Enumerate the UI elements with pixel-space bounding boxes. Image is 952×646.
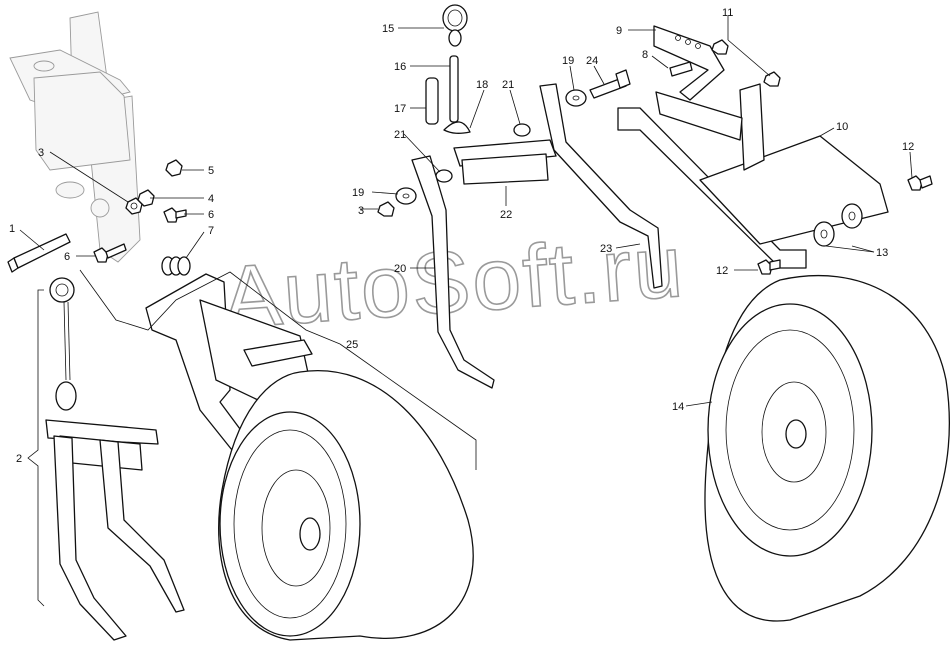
callout-22: 22 bbox=[500, 209, 512, 221]
callout-10: 10 bbox=[836, 121, 848, 133]
clip-part-18 bbox=[443, 121, 471, 134]
tine-assembly-part-2 bbox=[45, 277, 185, 641]
frame-part-10 bbox=[617, 83, 889, 269]
tine-part-20 bbox=[411, 155, 495, 389]
nut-part-3-center bbox=[377, 201, 395, 217]
callout-16: 16 bbox=[394, 61, 406, 73]
watermark: AutoSoft.ru bbox=[219, 216, 687, 347]
long-bolt-part-1 bbox=[7, 233, 71, 273]
callout-17: 17 bbox=[394, 103, 406, 115]
callout-labels: 1 2 3 3 4 5 6 6 7 8 9 10 11 12 12 13 14 … bbox=[9, 7, 914, 465]
washer-part-21-lower bbox=[435, 169, 453, 183]
callout-6b: 6 bbox=[64, 251, 70, 263]
callout-19a: 19 bbox=[352, 187, 364, 199]
washer-part-13-b bbox=[841, 203, 863, 229]
callout-3b: 3 bbox=[358, 205, 364, 217]
callout-21a: 21 bbox=[502, 79, 514, 91]
callout-18: 18 bbox=[476, 79, 488, 91]
callout-21b: 21 bbox=[394, 129, 406, 141]
callout-14: 14 bbox=[672, 401, 684, 413]
callout-24: 24 bbox=[586, 55, 598, 67]
washer-part-19-left bbox=[395, 187, 417, 205]
spring-part-17 bbox=[425, 77, 439, 125]
callout-3a: 3 bbox=[38, 147, 44, 159]
bracket-part-22 bbox=[453, 139, 557, 185]
callout-1: 1 bbox=[9, 223, 15, 235]
callout-2: 2 bbox=[16, 453, 22, 465]
callout-8: 8 bbox=[642, 49, 648, 61]
ring-part-15 bbox=[442, 4, 468, 47]
mounting-frame bbox=[9, 11, 141, 263]
callout-9: 9 bbox=[616, 25, 622, 37]
callout-4: 4 bbox=[208, 193, 214, 205]
nut-part-4 bbox=[137, 189, 155, 207]
nut-part-11-lower bbox=[763, 71, 781, 87]
callout-19b: 19 bbox=[562, 55, 574, 67]
spring-part-7 bbox=[161, 256, 191, 276]
press-wheel-part-14 bbox=[704, 275, 950, 622]
bolt-part-12-lower bbox=[757, 259, 781, 275]
callout-13: 13 bbox=[876, 247, 888, 259]
callout-15: 15 bbox=[382, 23, 394, 35]
nut-part-3 bbox=[125, 197, 143, 215]
nut-part-5 bbox=[165, 159, 183, 177]
leader-lines bbox=[19, 16, 913, 607]
callout-11: 11 bbox=[722, 7, 733, 19]
nut-part-11-upper bbox=[711, 39, 729, 55]
tine-part-23 bbox=[539, 83, 663, 289]
chain-part-16 bbox=[449, 55, 459, 123]
bolt-part-12-right bbox=[907, 175, 933, 191]
bolt-part-24 bbox=[589, 69, 631, 99]
callout-6a: 6 bbox=[208, 209, 214, 221]
callout-23: 23 bbox=[600, 243, 612, 255]
bolt-part-8 bbox=[669, 61, 693, 77]
callout-25: 25 bbox=[346, 339, 358, 351]
washer-part-19-right bbox=[565, 89, 587, 107]
callout-7: 7 bbox=[208, 225, 214, 237]
press-wheel-left bbox=[218, 370, 474, 641]
bolt-part-6-upper bbox=[163, 207, 187, 223]
bolt-part-6-lower bbox=[93, 243, 127, 263]
washer-part-21-upper bbox=[513, 123, 531, 137]
callout-20: 20 bbox=[394, 263, 406, 275]
callout-12a: 12 bbox=[902, 141, 914, 153]
washer-part-13-a bbox=[813, 221, 835, 247]
callout-12b: 12 bbox=[716, 265, 728, 277]
callout-5: 5 bbox=[208, 165, 214, 177]
